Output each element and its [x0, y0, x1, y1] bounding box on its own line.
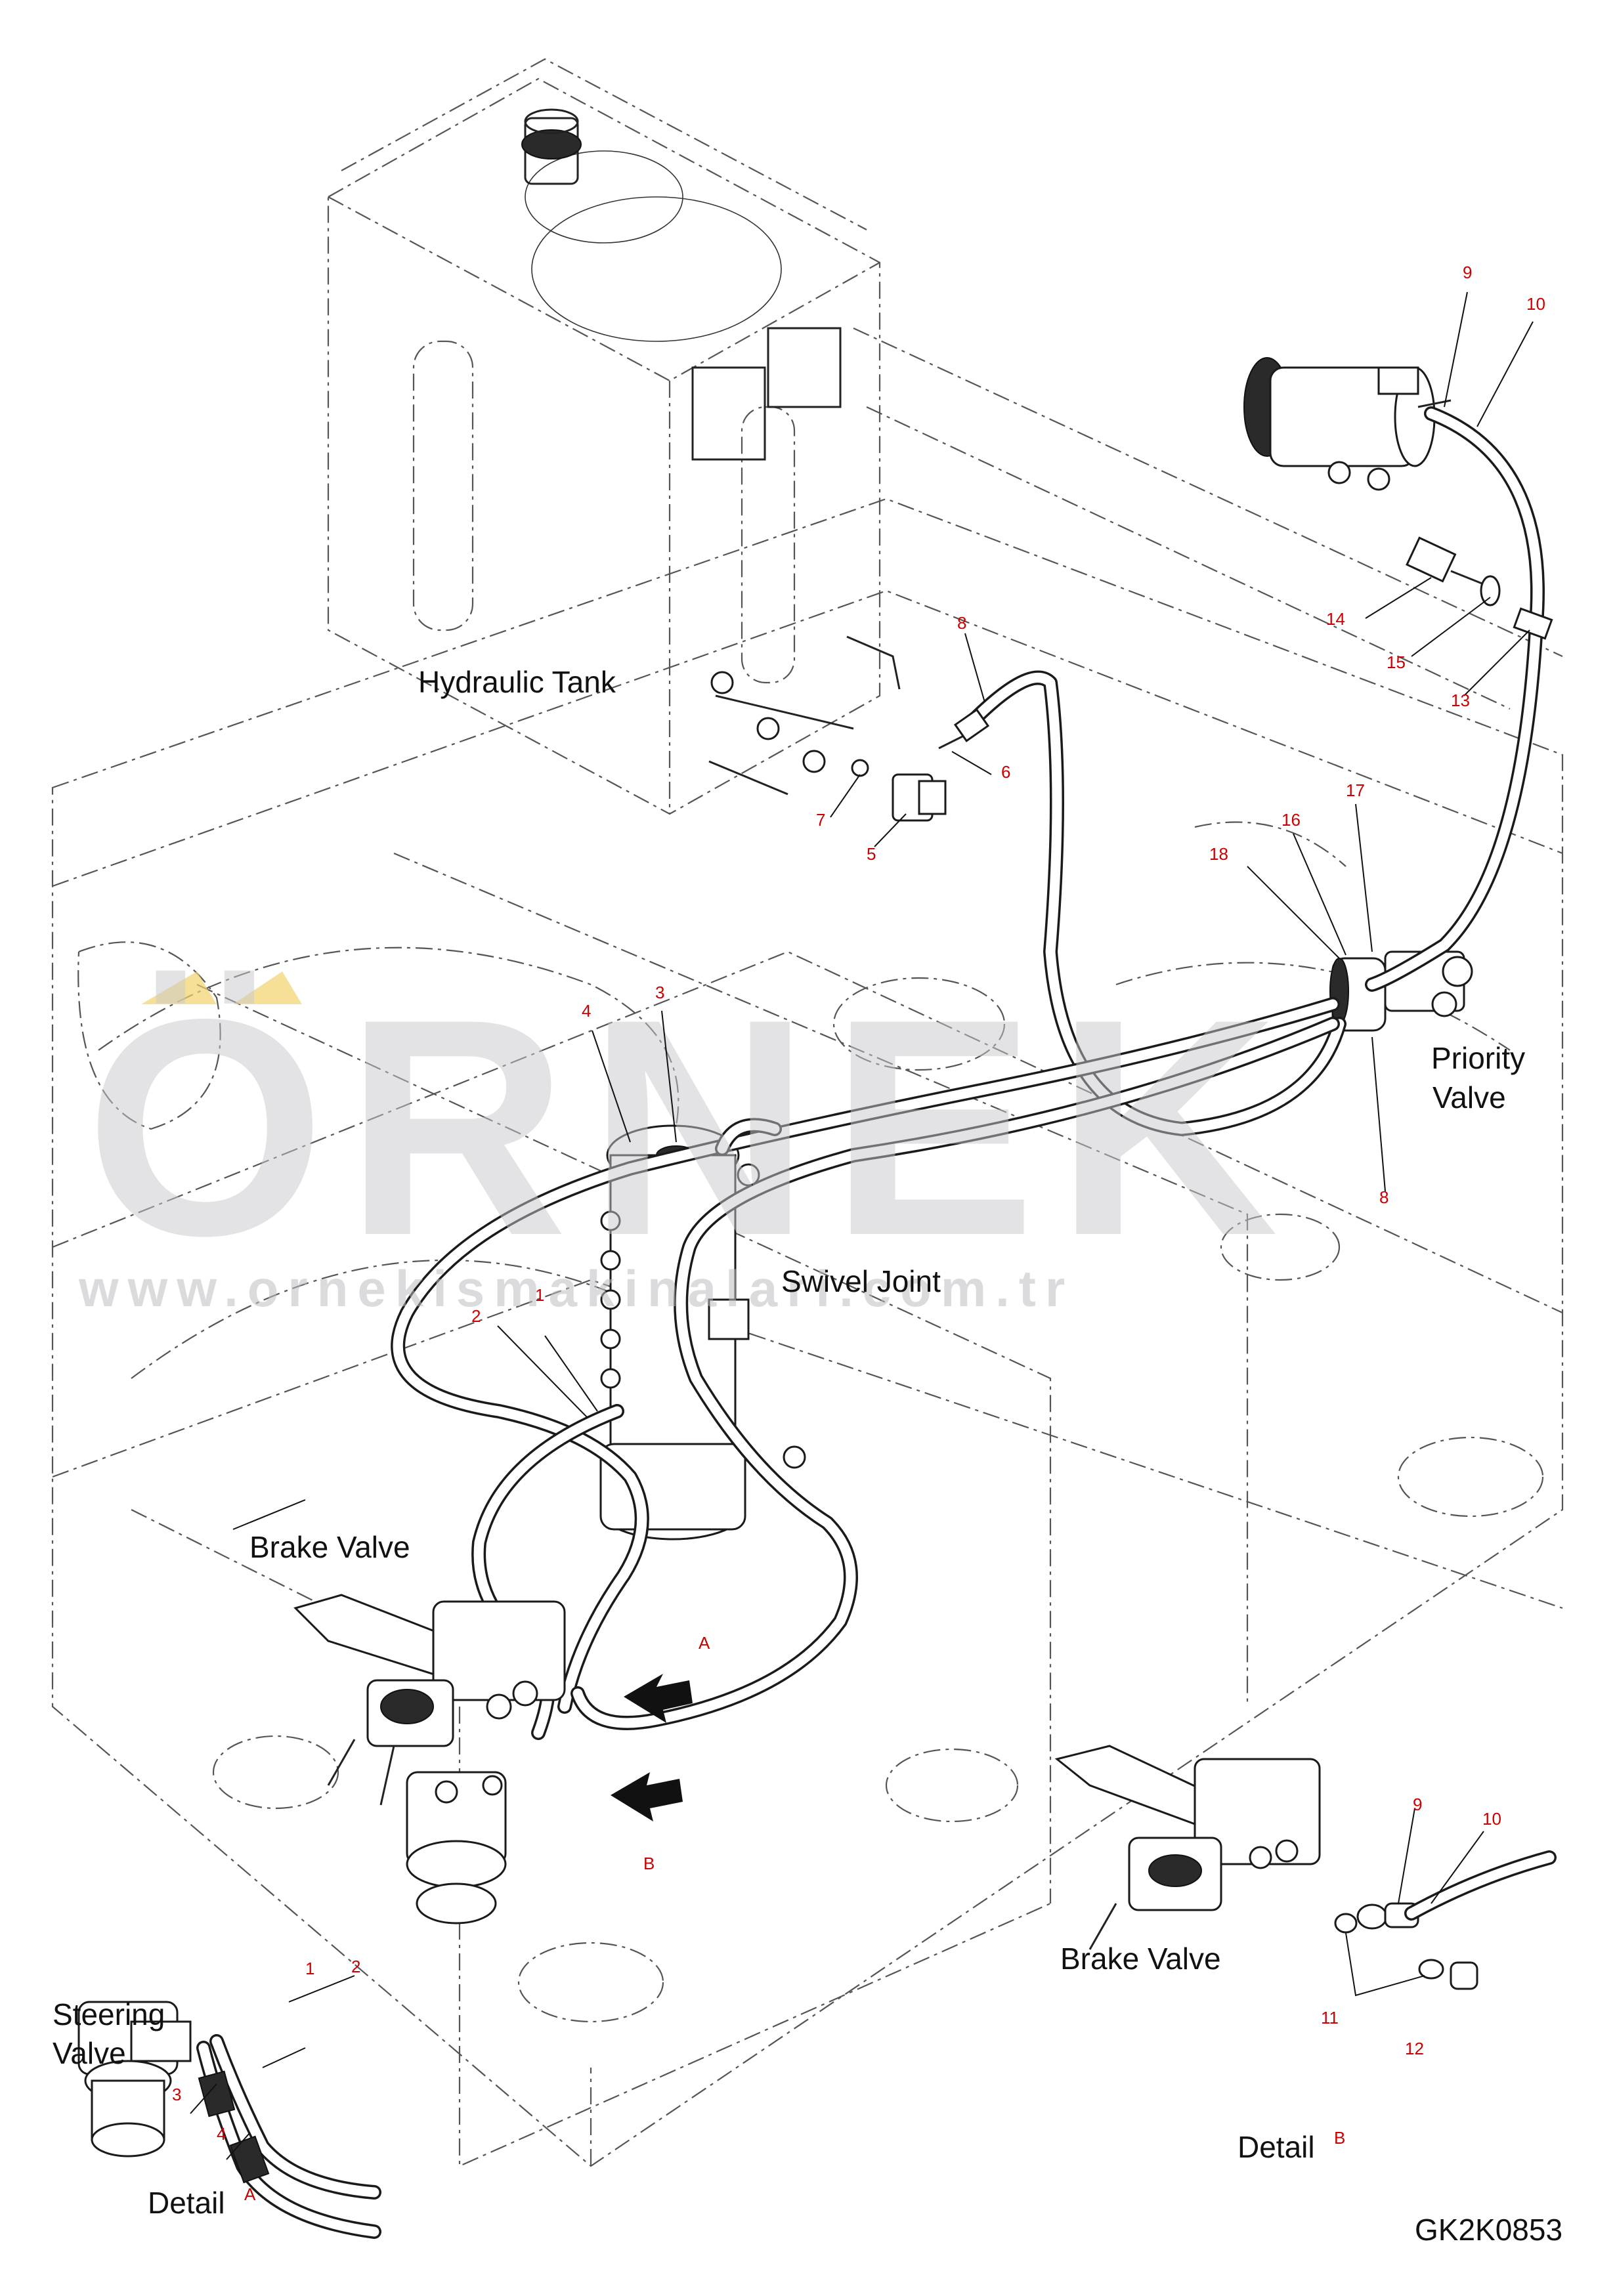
- callout-9: 9: [1463, 263, 1472, 282]
- label-swivel-joint: Swivel Joint: [781, 1264, 941, 1298]
- callout-2: 2: [471, 1306, 481, 1326]
- detail-b-callout-12: 12: [1405, 2039, 1424, 2058]
- view-a-arrow-icon: [624, 1674, 693, 1723]
- detail-b-callout-10: 10: [1482, 1809, 1501, 1829]
- label-brake-valve-main: Brake Valve: [249, 1530, 410, 1564]
- callout-8-bottom: 8: [1379, 1187, 1389, 1207]
- tank-fittings: [851, 708, 990, 822]
- detail-a-callout-1: 1: [305, 1959, 314, 1978]
- chassis-frame: [51, 328, 1564, 2167]
- label-view-a: A: [699, 1633, 710, 1653]
- watermark-logo: ÖRNEK: [85, 955, 1298, 1300]
- steering-pump: [1243, 357, 1452, 491]
- callout-8-top: 8: [957, 613, 966, 633]
- detail-a: [77, 2001, 381, 2239]
- steering-valve-main: [406, 1771, 507, 1924]
- hydraulic-tank: [327, 58, 901, 815]
- label-priority-valve-1: Priority: [1431, 1041, 1525, 1075]
- label-steering-valve-1: Steering: [53, 1997, 165, 2031]
- label-priority-valve-2: Valve: [1432, 1080, 1506, 1115]
- drawing-code: GK2K0853: [1415, 2213, 1562, 2247]
- detail-b: [1054, 1745, 1557, 1990]
- label-detail-b-mark: B: [1334, 2128, 1345, 2148]
- detail-a-callout-2: 2: [351, 1957, 360, 1976]
- leader-lines: [190, 291, 1534, 2160]
- label-hydraulic-tank: Hydraulic Tank: [418, 665, 616, 699]
- callout-1: 1: [535, 1285, 544, 1305]
- bolt-and-clamp: [1406, 536, 1553, 640]
- watermark-url: www.ornekismakinalari.com.tr: [78, 1260, 1074, 1317]
- callout-3: 3: [655, 983, 664, 1002]
- callout-18: 18: [1209, 844, 1228, 864]
- detail-b-callout-11: 11: [1321, 2008, 1339, 2028]
- brake-valve-main: [293, 1594, 566, 1806]
- label-detail-a: Detail: [148, 2186, 225, 2220]
- callout-6: 6: [1001, 762, 1010, 782]
- detail-a-callout-4: 4: [217, 2124, 226, 2144]
- callout-numbers: 9 10 14 15 13 8 6 7 5 18 16 17 8 4 3 1 2…: [172, 263, 1545, 2144]
- detail-a-callout-3: 3: [172, 2085, 181, 2104]
- detail-b-callout-9: 9: [1413, 1795, 1422, 1814]
- callout-5: 5: [867, 844, 876, 864]
- label-brake-valve-detail: Brake Valve: [1060, 1942, 1221, 1976]
- label-view-b: B: [643, 1854, 655, 1873]
- component-labels: Hydraulic Tank Swivel Joint Priority Val…: [53, 665, 1562, 2247]
- callout-17: 17: [1346, 780, 1365, 800]
- callout-16: 16: [1281, 810, 1301, 830]
- label-detail-a-mark: A: [244, 2184, 256, 2204]
- view-b-arrow-icon: [611, 1772, 683, 1821]
- view-arrows: [611, 1674, 693, 1821]
- callout-14: 14: [1326, 609, 1345, 629]
- watermark: ÖRNEK www.ornekismakinalari.com.tr: [78, 955, 1298, 1317]
- callout-15: 15: [1387, 652, 1406, 672]
- label-steering-valve-2: Valve: [53, 2036, 126, 2070]
- callout-7: 7: [816, 810, 825, 830]
- callout-4: 4: [582, 1001, 591, 1021]
- label-detail-b: Detail: [1238, 2130, 1315, 2164]
- callout-13: 13: [1451, 691, 1470, 710]
- callout-10: 10: [1526, 294, 1545, 314]
- priority-valve: [1329, 950, 1473, 1032]
